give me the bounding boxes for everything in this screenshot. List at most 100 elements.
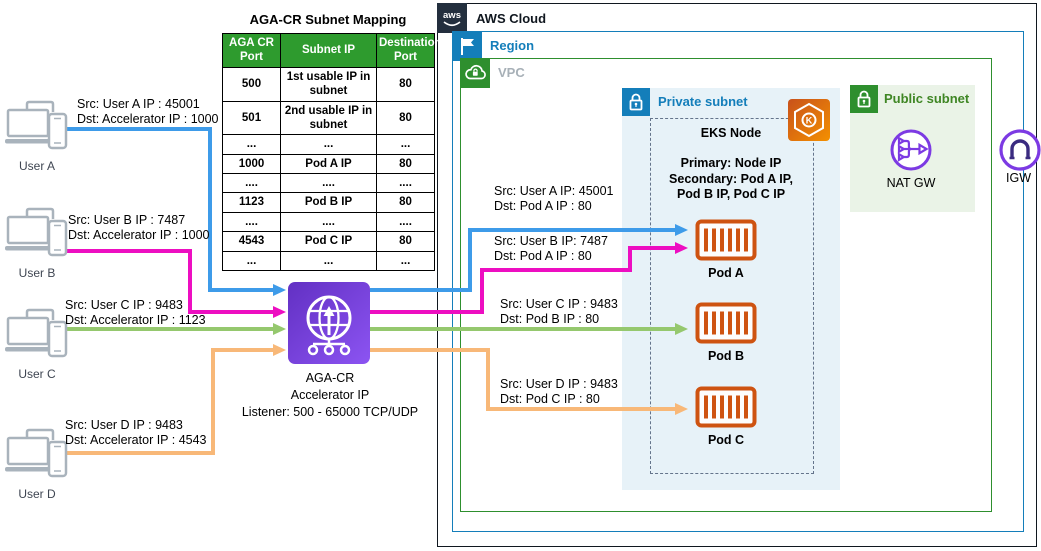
eks-node-container	[650, 118, 814, 474]
user-d-label: User D	[18, 487, 56, 501]
accelerator-label: AGA-CR Accelerator IP Listener: 500 - 65…	[230, 370, 430, 421]
aws-logo-text: aws	[443, 10, 461, 21]
accelerator-label-ip: Accelerator IP	[290, 388, 370, 402]
flow-c-label: Src: User C IP : 9483 Dst: Pod B IP : 80	[500, 297, 618, 327]
public-subnet-lock-icon	[850, 85, 878, 113]
user-c-src: Src: User C IP : 9483	[65, 298, 183, 312]
user-a-src: Src: User A IP : 45001	[77, 97, 200, 111]
vpc-icon	[460, 58, 490, 88]
region-flag-icon	[452, 31, 482, 61]
nat-gateway-icon	[889, 128, 933, 177]
pod-b-label: Pod B	[707, 349, 745, 363]
internet-gateway-icon	[998, 128, 1041, 177]
table-cell: 500	[222, 66, 281, 102]
user-a-group: User A	[5, 98, 69, 173]
eks-icon: K	[788, 99, 830, 141]
flow-user-d-to-accelerator	[65, 344, 286, 455]
user-c-label: User C	[18, 367, 56, 381]
table-cell: 80	[376, 192, 435, 213]
table-cell: 80	[376, 231, 435, 252]
col-header-aga-cr-port: AGA CR Port	[222, 33, 281, 68]
table-cell: ...	[280, 250, 377, 271]
user-b-dst: Dst: Accelerator IP : 1000	[68, 228, 210, 242]
flow-c-src: Src: User C IP : 9483	[500, 297, 618, 311]
flow-accelerator-to-pod-a-magenta	[370, 242, 688, 314]
table-cell: 501	[222, 100, 281, 136]
col-header-destination-port: Destination Port	[376, 33, 442, 68]
user-d-src: Src: User D IP : 9483	[65, 418, 183, 432]
flow-user-b-to-accelerator	[65, 249, 286, 318]
table-cell: 2nd usable IP in subnet	[280, 100, 377, 136]
table-cell: ...	[222, 134, 281, 155]
pod-a-label: Pod A	[708, 266, 744, 280]
user-b-label: User B	[18, 266, 56, 280]
table-cell: ...	[376, 250, 435, 271]
col-header-subnet-ip: Subnet IP	[280, 33, 377, 68]
table-cell: ...	[376, 134, 435, 155]
user-a-devices-icon	[5, 100, 68, 150]
table-cell: Pod C IP	[280, 231, 377, 252]
flow-user-a-to-accelerator	[65, 127, 286, 296]
pod-c-container-icon	[695, 386, 757, 433]
region-container	[452, 31, 1024, 532]
flow-a-dst: Dst: Pod A IP : 80	[494, 199, 592, 213]
aws-cloud-container	[437, 3, 1037, 547]
flow-d-label: Src: User D IP : 9483 Dst: Pod C IP : 80	[500, 377, 618, 407]
flow-b-src: Src: User B IP: 7487	[494, 234, 608, 248]
table-cell: 1123	[222, 192, 281, 213]
user-c-group: User C	[5, 306, 69, 381]
public-subnet-label: Public subnet	[884, 91, 970, 106]
table-cell: ....	[222, 172, 281, 194]
vpc-container	[460, 58, 992, 512]
table-cell: Pod A IP	[280, 153, 377, 175]
user-d-flow-label: Src: User D IP : 9483 Dst: Accelerator I…	[65, 418, 207, 448]
table-cell: ....	[222, 211, 281, 233]
table-cell: 1st usable IP in subnet	[280, 66, 377, 102]
user-d-devices-icon	[5, 428, 68, 478]
pod-c-label: Pod C	[707, 433, 745, 447]
user-a-label: User A	[18, 159, 55, 173]
flow-accelerator-to-pod-a-blue	[370, 224, 688, 292]
pod-b-container-icon	[695, 302, 757, 349]
user-b-group: User B	[5, 205, 69, 280]
private-subnet-label: Private subnet	[658, 94, 748, 109]
table-cell: 80	[376, 153, 435, 175]
mapping-table-title: AGA-CR Subnet Mapping	[249, 12, 407, 27]
nat-gateway-label: NAT GW	[886, 176, 936, 190]
table-row: ............	[222, 172, 435, 194]
vpc-label: VPC	[498, 65, 525, 80]
flow-c-dst: Dst: Pod B IP : 80	[500, 312, 600, 326]
flow-accelerator-to-pod-c-orange	[370, 348, 688, 415]
aws-cloud-icon: aws	[437, 3, 467, 33]
aws-cloud-label: AWS Cloud	[476, 11, 547, 26]
table-cell: ....	[376, 172, 435, 194]
user-c-flow-label: Src: User C IP : 9483 Dst: Accelerator I…	[65, 298, 206, 328]
table-row: .........	[222, 250, 435, 271]
table-cell: ....	[376, 211, 435, 233]
eks-secondary-ip-2: Pod B IP, Pod C IP	[676, 187, 786, 201]
table-row: .........	[222, 134, 435, 155]
flow-b-label: Src: User B IP: 7487 Dst: Pod A IP : 80	[494, 234, 608, 264]
table-row: ............	[222, 211, 435, 233]
accelerator-label-listener: Listener: 500 - 65000 TCP/UDP	[241, 405, 419, 419]
user-c-devices-icon	[5, 308, 68, 358]
region-label: Region	[490, 38, 535, 53]
table-cell: ....	[280, 172, 377, 194]
table-header-row: AGA CR Port Subnet IP Destination Port	[222, 33, 442, 68]
eks-primary-ip: Primary: Node IP	[680, 156, 782, 170]
internet-gateway-label: IGW	[1006, 171, 1031, 185]
flow-d-dst: Dst: Pod C IP : 80	[500, 392, 600, 406]
table-cell: ....	[280, 211, 377, 233]
table-cell: 4543	[222, 231, 281, 252]
user-c-dst: Dst: Accelerator IP : 1123	[65, 313, 206, 327]
user-b-flow-label: Src: User B IP : 7487 Dst: Accelerator I…	[68, 213, 210, 243]
flow-a-src: Src: User A IP: 45001	[494, 184, 614, 198]
table-cell: 80	[376, 66, 435, 102]
private-subnet-lock-icon	[622, 88, 650, 116]
